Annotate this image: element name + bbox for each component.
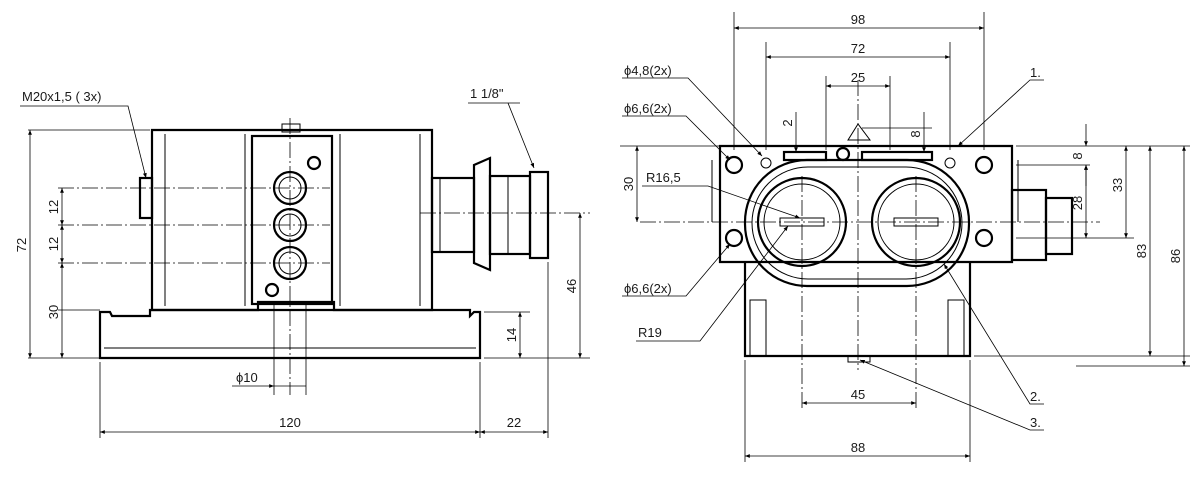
front-hole	[724, 228, 744, 248]
callout-2: 2.	[1030, 389, 1041, 404]
label-hole-a: ϕ4,8(2x)	[624, 63, 672, 78]
dim-12a: 12	[46, 200, 61, 214]
front-top-pin	[835, 146, 851, 162]
dim-2: 2	[780, 119, 795, 126]
front-small-hole	[944, 157, 956, 169]
dim-33: 33	[1110, 178, 1125, 192]
leader-fitting	[507, 102, 535, 169]
dim-120: 120	[279, 415, 301, 430]
front-fitting	[1010, 188, 1048, 262]
label-hole-c: ϕ6,6(2x)	[624, 281, 672, 296]
dim-28: 28	[1070, 196, 1085, 210]
dim-22: 22	[507, 415, 521, 430]
front-hole	[974, 155, 994, 175]
side-fitting-hex	[472, 156, 492, 272]
front-top-slot-right	[860, 150, 934, 162]
side-center-plate	[250, 134, 334, 306]
callout-3: 3.	[1030, 415, 1041, 430]
dim-86: 86	[1168, 249, 1183, 263]
side-screw	[264, 282, 280, 298]
front-view: 98 72 25 2 8 ϕ4,8(2x) ϕ6,6(2x) ϕ6,6(2x) …	[620, 12, 1190, 462]
leader-hole-b	[622, 115, 731, 161]
front-foot	[947, 299, 965, 357]
front-top-slot-left	[782, 150, 828, 162]
dim-72: 72	[14, 238, 29, 252]
dim-46: 46	[564, 279, 579, 293]
front-hole	[724, 155, 744, 175]
front-fitting-cap	[1044, 196, 1074, 256]
side-thread-stub	[138, 176, 154, 220]
front-hole	[974, 228, 994, 248]
dim-30-front: 30	[621, 177, 636, 191]
leader-r165	[642, 185, 801, 219]
side-screw	[306, 155, 322, 171]
dim-8-top: 8	[908, 130, 923, 137]
front-top-tab	[847, 123, 871, 141]
side-fitting-nut	[430, 176, 476, 254]
side-top-nub	[281, 123, 301, 133]
callout-1: 1.	[1030, 65, 1041, 80]
label-fitting: 1 1/8"	[470, 86, 504, 101]
dim-phi10: ϕ10	[236, 370, 258, 385]
dim-45: 45	[851, 387, 865, 402]
leader-callout-2	[943, 263, 1044, 405]
side-housing	[150, 128, 434, 312]
leader-hole-c	[622, 243, 731, 297]
dim-25: 25	[851, 70, 865, 85]
label-thread: M20x1,5 ( 3x)	[22, 89, 101, 104]
label-r19: R19	[638, 325, 662, 340]
side-fitting-body	[488, 174, 532, 256]
dim-12b: 12	[46, 237, 61, 251]
front-foot	[749, 299, 767, 357]
dim-8-right: 8	[1070, 152, 1085, 159]
dim-30: 30	[46, 305, 61, 319]
dim-14: 14	[504, 328, 519, 342]
side-fitting-cap	[528, 170, 550, 260]
dim-83: 83	[1134, 244, 1149, 258]
front-small-hole	[760, 157, 772, 169]
leader-callout-3	[859, 359, 1044, 431]
front-bottom-nub	[847, 355, 871, 363]
leader-r19	[636, 225, 789, 342]
leader-thread	[20, 105, 147, 179]
front-obround-inner	[751, 166, 963, 280]
front-flange	[718, 144, 1014, 264]
label-hole-b: ϕ6,6(2x)	[624, 101, 672, 116]
leader-hole-a	[622, 77, 763, 157]
label-r165: R16,5	[646, 170, 681, 185]
front-obround-outer	[743, 158, 971, 288]
side-base-plate	[98, 300, 482, 360]
dim-98: 98	[851, 12, 865, 27]
front-lower-box	[743, 262, 972, 358]
dim-88: 88	[851, 440, 865, 455]
dim-72: 72	[851, 41, 865, 56]
side-view: M20x1,5 ( 3x) 1 1/8" 72 12 12 30 ϕ10 120…	[14, 86, 590, 438]
leader-callout-1	[957, 79, 1044, 147]
